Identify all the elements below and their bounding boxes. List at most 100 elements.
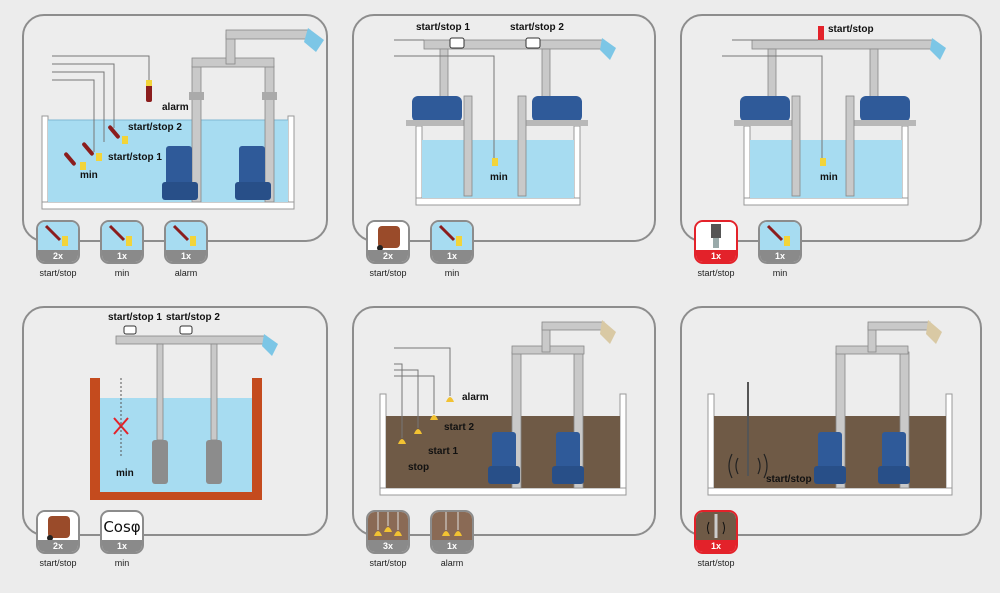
tank-floor	[41, 201, 295, 210]
badge-count: 1x	[102, 250, 142, 262]
badge-float-switch: 1x	[164, 220, 208, 264]
pressure-switch-2	[525, 37, 541, 49]
tank-wall-left	[41, 115, 49, 209]
water	[100, 398, 252, 492]
submersible-pump-2	[878, 432, 910, 484]
submersible-pump-2	[235, 146, 271, 200]
borehole-pump-2	[206, 440, 222, 484]
label-min: min	[80, 170, 98, 181]
diagram-borehole-pumps	[90, 325, 278, 500]
label-start-stop-1: start/stop 1	[416, 22, 470, 33]
badge-count: 2x	[38, 250, 78, 262]
badge-count: 2x	[38, 540, 78, 552]
badge-count: 1x	[696, 540, 736, 552]
surface-pump-1	[734, 96, 796, 126]
label-start-stop-1: start/stop 1	[108, 152, 162, 163]
float-switch-min	[492, 158, 498, 166]
label-start-stop-1: start/stop 1	[108, 312, 162, 323]
bell-float-start2	[430, 415, 438, 420]
diagram-surface-pumps	[394, 37, 616, 206]
badge-float-switch: 1x	[758, 220, 802, 264]
panel-surface-pumps-transducer: start/stop min	[680, 14, 982, 242]
label-start-stop: start/stop	[828, 24, 874, 35]
manifold-pipe	[751, 39, 935, 50]
pressure-transducer	[818, 26, 824, 40]
badge-bell-float: 1x	[430, 510, 474, 554]
brick-floor	[90, 492, 262, 500]
diagram-sewage-tank	[41, 28, 324, 210]
probe-signal-waves	[728, 453, 768, 479]
badge-bell-float: 3x	[366, 510, 410, 554]
cos-phi-icon: Cosφ	[103, 518, 141, 536]
manifold-pipe	[115, 335, 267, 345]
float-switch-ss2	[108, 125, 128, 144]
borehole-pump-1	[152, 440, 168, 484]
badge-cos-phi: Cosφ 1x	[100, 510, 144, 554]
panel-surface-pumps-pressure-switch: start/stop 1 start/stop 2 min	[352, 14, 656, 242]
badge-caption: start/stop	[369, 558, 407, 568]
pressure-switch-1	[123, 325, 137, 335]
badge-pressure-switch: 2x	[36, 510, 80, 554]
submersible-pump-2	[552, 432, 584, 484]
float-switch-icon	[102, 222, 142, 252]
badge-caption: alarm	[174, 268, 198, 278]
badge-count: 1x	[760, 250, 800, 262]
submersible-pump-1	[814, 432, 846, 484]
label-start-1: start 1	[428, 446, 459, 457]
pressure-switch-icon	[38, 512, 78, 542]
badge-pressure-transducer: 1x	[694, 220, 738, 264]
bell-float-stop	[398, 439, 406, 444]
badge-caption: start/stop	[369, 268, 407, 278]
float-switch-ss1	[82, 142, 102, 161]
float-switch-icon	[166, 222, 206, 252]
surface-pump-2	[854, 96, 916, 126]
diagram-surface-pumps-transducer	[722, 26, 946, 206]
outlet-pipe	[225, 29, 311, 40]
label-start-stop-2: start/stop 2	[510, 22, 564, 33]
badge-caption: min	[772, 268, 788, 278]
badge-count: 2x	[368, 250, 408, 262]
badge-caption: min	[114, 558, 130, 568]
float-switch-icon	[38, 222, 78, 252]
float-switch-icon	[760, 222, 800, 252]
float-switch-alarm	[146, 80, 152, 102]
label-stop: stop	[408, 462, 430, 473]
float-switch-icon	[432, 222, 472, 252]
label-start-stop: start/stop	[766, 474, 812, 485]
submersible-pump-1	[488, 432, 520, 484]
label-start-stop-2: start/stop 2	[128, 122, 182, 133]
submersible-pump-1	[162, 146, 198, 200]
bell-float-icon	[432, 512, 472, 542]
panel-borehole-pumps: start/stop 1 start/stop 2 min	[22, 306, 328, 536]
surface-pump-2	[526, 96, 588, 126]
pressure-switch-icon	[368, 222, 408, 252]
badge-pressure-switch: 2x	[366, 220, 410, 264]
panel-sewage-bell-floats: alarm start 2 start 1 stop	[352, 306, 656, 536]
label-start-2: start 2	[444, 422, 475, 433]
badge-count: 1x	[102, 540, 142, 552]
water	[422, 140, 574, 198]
float-switch-min	[64, 152, 86, 170]
badge-caption: alarm	[440, 558, 464, 568]
diagram-sewage-level-probe	[707, 320, 953, 496]
label-min: min	[116, 468, 134, 479]
badge-float-switch: 2x	[36, 220, 80, 264]
surface-pump-1	[406, 96, 468, 126]
level-probe-icon	[696, 512, 736, 542]
badge-count: 1x	[696, 250, 736, 262]
panel-sewage-level-probe: start/stop	[680, 306, 982, 536]
badge-caption: start/stop	[39, 558, 77, 568]
pressure-switch-2	[179, 325, 193, 335]
brick-wall-right	[252, 378, 262, 498]
bell-float-alarm	[446, 397, 454, 402]
badge-count: 3x	[368, 540, 408, 552]
pressure-switch-1	[449, 37, 465, 49]
badge-caption: min	[444, 268, 460, 278]
riser-pipe-1	[191, 65, 202, 203]
panel-sewage-float-switches: alarm start/stop 2 start/stop 1 min	[22, 14, 328, 242]
brick-wall-left	[90, 378, 100, 498]
label-min: min	[490, 172, 508, 183]
outflow-water	[304, 28, 324, 52]
bell-float-icon	[368, 512, 408, 542]
badge-count: 1x	[432, 250, 472, 262]
